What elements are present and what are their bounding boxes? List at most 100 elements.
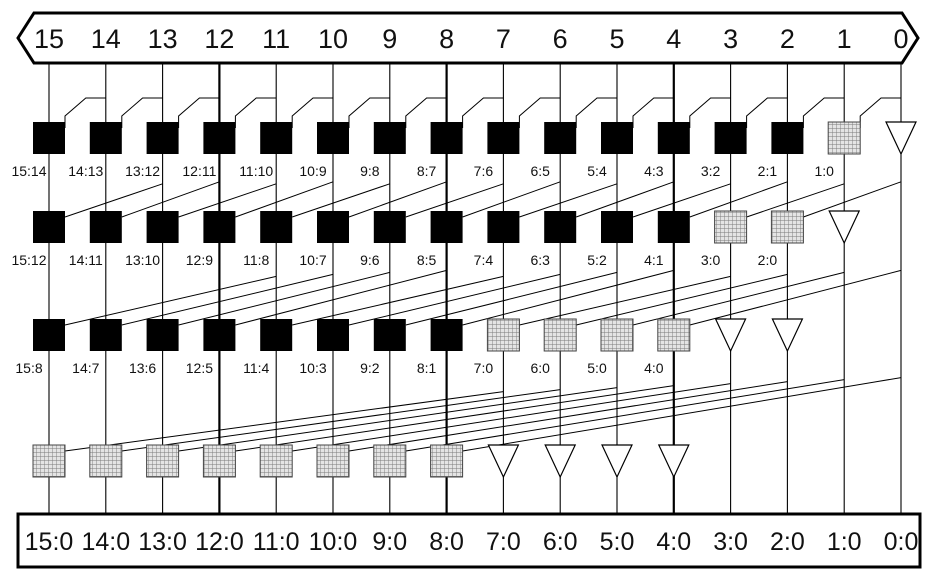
black-cell-node (33, 122, 65, 154)
black-cell-node (544, 122, 577, 154)
node-span-label: 3:0 (701, 252, 721, 268)
node-span-label: 14:7 (72, 360, 99, 376)
node-span-label: 8:1 (417, 360, 437, 376)
node-span-label: 12:9 (186, 252, 213, 268)
diagonal-wire (462, 269, 674, 326)
diagonal-wire (235, 385, 674, 452)
gray-cell-node (316, 444, 350, 478)
black-cell-node (146, 211, 179, 243)
node-span-label: 14:13 (68, 163, 103, 179)
gray-cell-node (430, 444, 464, 478)
node-span-label: 12:5 (186, 360, 213, 376)
black-cell-node (487, 211, 520, 243)
diagonal-wire (64, 183, 163, 218)
node-span-label: 10:3 (299, 360, 326, 376)
node-span-label: 10:9 (299, 163, 326, 179)
node-span-label: 10:7 (299, 252, 326, 268)
gray-cell-node (202, 444, 236, 478)
black-cell-node (373, 122, 406, 154)
node-span-label: 6:0 (530, 360, 550, 376)
diagonal-wire (121, 273, 334, 326)
node-span-label: 5:2 (587, 252, 607, 268)
black-cell-node (260, 319, 293, 351)
input-bit-label: 5 (609, 24, 624, 54)
diagonal-wire (235, 181, 334, 218)
node-span-label: 15:8 (15, 360, 42, 376)
output-bus-bar (16, 512, 922, 569)
node-span-label: 4:0 (644, 360, 664, 376)
node-span-label: 6:3 (530, 252, 550, 268)
gray-cell-node (146, 444, 180, 478)
black-cell-node (601, 122, 633, 154)
diagonal-wire (462, 377, 902, 452)
diagonal-wire (689, 181, 788, 218)
gray-cell-node (657, 318, 691, 352)
diagonal-wire (64, 275, 277, 326)
node-span-label: 5:4 (587, 163, 607, 179)
input-bit-label: 13 (148, 24, 178, 54)
diagonal-wire (348, 273, 561, 326)
input-bit-label: 9 (382, 24, 397, 54)
diagonal-wire (519, 275, 731, 326)
node-span-label: 13:10 (125, 252, 160, 268)
diagonal-wire (178, 271, 390, 326)
output-prefix-label: 6:0 (543, 528, 578, 556)
diagonal-wire (292, 275, 504, 326)
black-cell-node (89, 319, 122, 351)
input-bus-bar (16, 11, 920, 65)
node-span-label: 3:2 (701, 163, 721, 179)
output-prefix-label: 7:0 (486, 528, 521, 556)
node-span-label: 5:0 (587, 360, 607, 376)
node-span-label: 13:12 (125, 163, 160, 179)
black-cell-node (260, 122, 293, 154)
buffer-node (601, 444, 633, 479)
black-cell-node (203, 211, 236, 243)
diagonal-wire (746, 183, 845, 218)
gray-cell-node (89, 444, 123, 478)
black-cell-node (146, 122, 179, 154)
node-span-label: 11:10 (239, 163, 273, 179)
diagonal-wire (121, 389, 561, 452)
node-span-label: 6:5 (530, 163, 550, 179)
output-prefix-label: 0:0 (884, 528, 919, 556)
output-prefix-label: 1:0 (827, 528, 862, 556)
diagonal-wire (292, 183, 390, 218)
black-cell-node (430, 319, 463, 351)
buffer-node (544, 444, 577, 479)
buffer-node (771, 318, 804, 353)
node-span-label: 7:4 (474, 252, 494, 268)
node-span-label: 7:0 (474, 360, 494, 376)
node-span-label: 8:7 (417, 163, 437, 179)
node-span-label: 1:0 (814, 163, 834, 179)
black-cell-node (146, 319, 179, 351)
black-cell-node (33, 319, 65, 351)
diagonal-wire (462, 181, 561, 218)
diagonal-wire (348, 381, 788, 452)
input-bit-label: 10 (318, 24, 348, 54)
black-cell-node (317, 211, 349, 243)
input-bit-label: 0 (893, 24, 908, 54)
diagonal-wire (235, 269, 447, 326)
output-prefix-label: 8:0 (429, 528, 464, 556)
black-cell-node (373, 211, 406, 243)
buffer-node (657, 444, 690, 479)
gray-cell-node (770, 210, 804, 244)
diagonal-wire (405, 183, 504, 218)
node-span-label: 9:2 (360, 360, 380, 376)
input-bit-label: 1 (837, 24, 852, 54)
diagonal-wire (803, 181, 902, 218)
input-bit-label: 11 (262, 24, 290, 54)
black-cell-node (657, 211, 690, 243)
output-prefix-label: 9:0 (372, 528, 407, 556)
black-cell-node (430, 122, 463, 154)
node-span-label: 9:6 (360, 252, 380, 268)
node-span-label: 12:11 (182, 163, 216, 179)
node-span-label: 2:1 (758, 163, 778, 179)
black-cell-node (260, 211, 293, 243)
black-cell-node (657, 122, 690, 154)
buffer-node (487, 444, 520, 479)
black-cell-node (771, 122, 804, 154)
black-cell-node (203, 319, 236, 351)
black-cell-node (89, 211, 122, 243)
